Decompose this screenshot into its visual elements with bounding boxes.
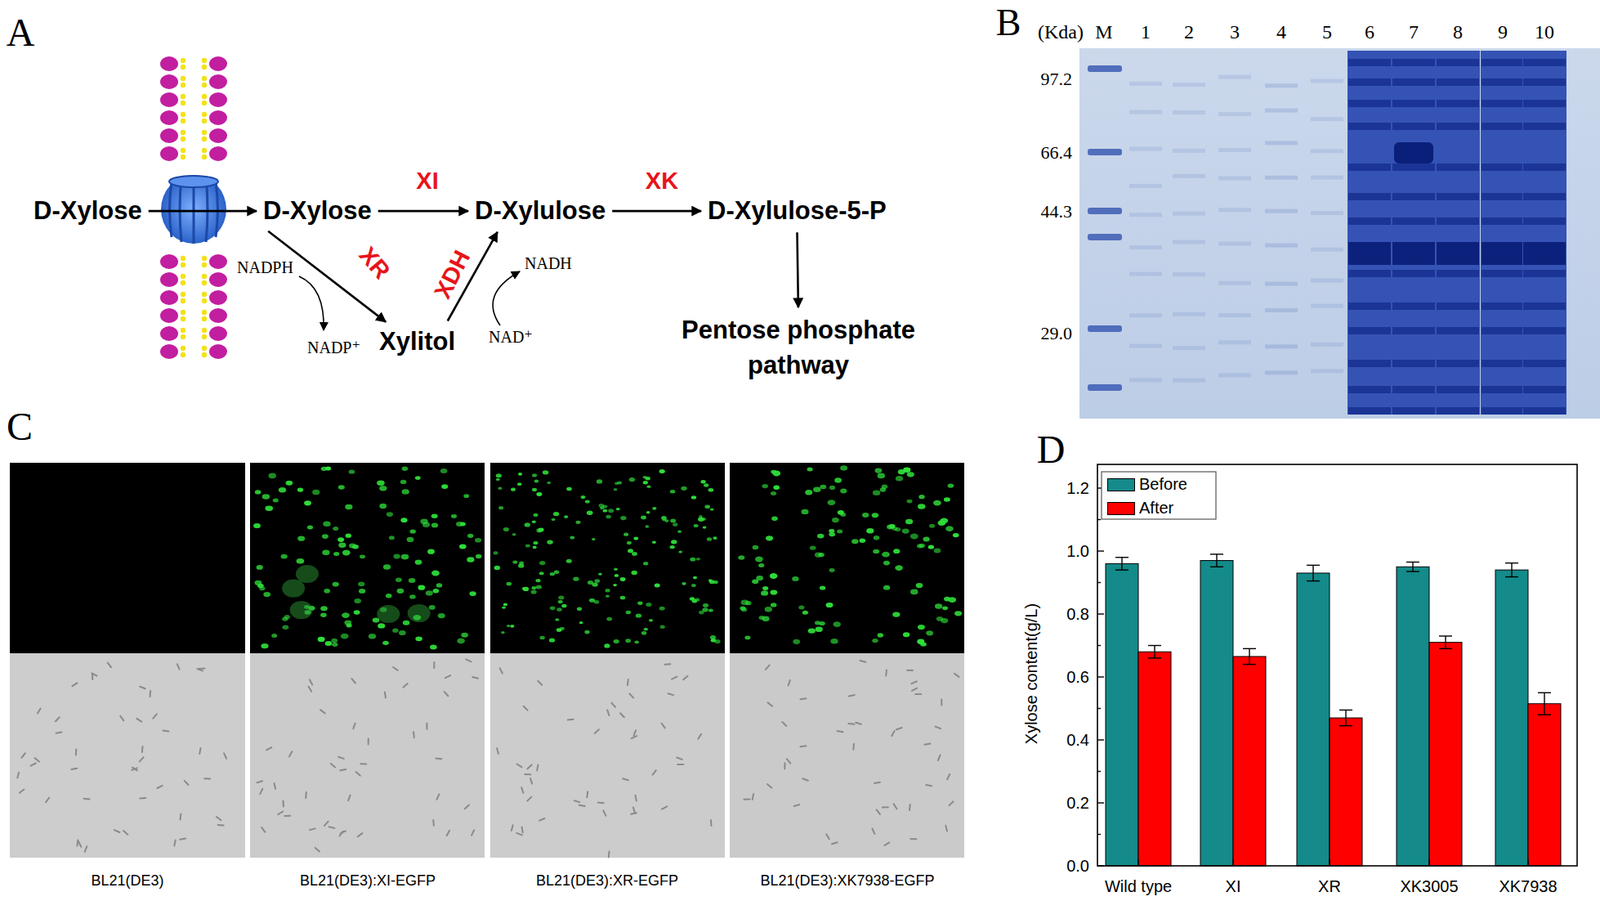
microscopy-panels <box>9 462 965 858</box>
panel-letter: D <box>1036 426 1066 472</box>
legend-swatch <box>1107 501 1136 515</box>
enzyme-label: XI <box>415 168 438 195</box>
tick-label: 0.2 <box>1066 793 1090 813</box>
image-caption: BL21(DE3):XK7938-EGFP <box>759 871 935 890</box>
marker-size: 44.3 <box>1041 201 1073 222</box>
legend-text: After <box>1139 498 1174 518</box>
lane-number: 4 <box>1276 21 1287 45</box>
metabolite-node: D-Xylulose-5-P <box>704 192 890 229</box>
enzyme-label: XK <box>645 168 679 195</box>
tick-label: 0.8 <box>1066 604 1090 624</box>
tick-label: 1.0 <box>1066 541 1090 561</box>
metabolite-node: D-Xylulose <box>471 192 609 229</box>
enzyme-label: XR <box>353 241 395 284</box>
marker-size: 66.4 <box>1041 142 1073 163</box>
cofactor: NADPH <box>236 258 294 278</box>
metabolite-node: D-Xylose <box>259 192 376 229</box>
image-caption: BL21(DE3):XI-EGFP <box>299 871 436 890</box>
legend-swatch <box>1107 478 1136 492</box>
cofactor: NADP⁺ <box>307 338 361 358</box>
cell-membrane <box>160 56 228 359</box>
reaction-arrow <box>612 210 702 213</box>
axis-unit: (Kda) <box>1037 21 1084 45</box>
lane-number: 7 <box>1408 21 1419 45</box>
lane-number: 10 <box>1534 21 1555 45</box>
enzyme-label: XDH <box>429 245 476 303</box>
tick-label: 0.4 <box>1066 730 1090 750</box>
image-caption: BL21(DE3):XR-EGFP <box>536 871 679 890</box>
metabolite-name: Xylitol <box>379 325 456 358</box>
lane-number: 6 <box>1364 21 1375 45</box>
metabolite-name: Pentose phosphate pathway <box>666 312 930 384</box>
xylose-transporter <box>160 174 227 244</box>
legend-text: Before <box>1139 474 1188 494</box>
reaction-arrow <box>148 210 257 213</box>
category-label: XR <box>1318 876 1341 896</box>
metabolite-node: Pentose phosphate pathway <box>663 310 934 385</box>
metabolite-name: D-Xylose <box>33 194 143 228</box>
category-label: XI <box>1225 876 1242 896</box>
lane-number: 5 <box>1322 21 1332 45</box>
lane-number: 3 <box>1229 21 1240 45</box>
reaction-arrow <box>797 232 799 308</box>
reaction-arrow <box>378 210 469 213</box>
tick-label: 0.0 <box>1066 856 1090 876</box>
lane-number: 9 <box>1497 21 1508 45</box>
sds-page-gel <box>1079 48 1600 419</box>
metabolite-node: D-Xylose <box>30 192 146 229</box>
panel-letter: C <box>6 403 33 449</box>
lane-number: 1 <box>1140 21 1151 45</box>
metabolite-node: Xylitol <box>375 323 459 360</box>
marker-size: 97.2 <box>1041 68 1073 90</box>
metabolite-name: D-Xylulose <box>474 194 606 228</box>
axis-title: Xylose content(g/L) <box>1022 603 1042 744</box>
tick-label: 0.6 <box>1066 667 1090 687</box>
category-label: Wild type <box>1104 876 1172 896</box>
lane-number: 2 <box>1184 21 1194 45</box>
panel-letter: B <box>996 1 1022 45</box>
panel-letter: A <box>6 9 36 55</box>
lane-number: 8 <box>1452 21 1463 45</box>
cofactor: NADH <box>524 254 573 273</box>
metabolite-name: D-Xylulose-5-P <box>707 194 887 228</box>
bar-chart <box>1097 464 1578 866</box>
lane-number: M <box>1094 21 1113 45</box>
cofactor: NAD⁺ <box>488 327 533 347</box>
category-label: XK7938 <box>1498 876 1557 896</box>
marker-size: 29.0 <box>1041 322 1073 344</box>
image-caption: BL21(DE3) <box>90 871 164 890</box>
metabolite-name: D-Xylose <box>263 194 372 228</box>
category-label: XK3005 <box>1399 876 1458 896</box>
tick-label: 1.2 <box>1066 478 1090 498</box>
